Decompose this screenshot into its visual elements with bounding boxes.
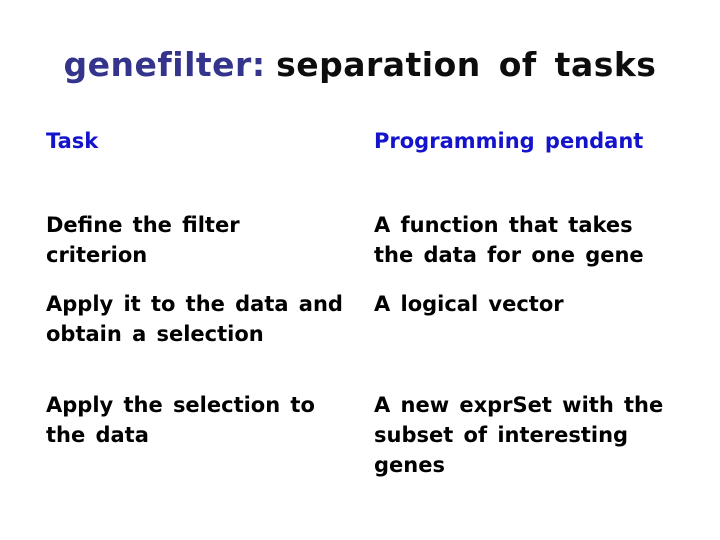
table-cell-task-apply-selection: Apply the selection to the data — [46, 393, 315, 447]
page-title-rest: separation of tasks — [276, 45, 657, 84]
table-cell-task-apply-to-data: Apply it to the data and obtain a select… — [46, 292, 343, 346]
column-header-programming-pendant: Programming pendant — [374, 129, 644, 153]
table-cell-task-define-filter: Define the filter criterion — [46, 213, 240, 267]
table-cell-pendant-function: A function that takes the data for one g… — [374, 213, 644, 267]
page-title: genefilter: separation of tasks — [0, 40, 720, 90]
table-cell-pendant-logical-vector: A logical vector — [374, 292, 564, 316]
column-header-task: Task — [46, 129, 99, 153]
table-cell-pendant-new-exprset: A new exprSet with the subset of interes… — [374, 393, 664, 477]
page-title-keyword: genefilter: — [63, 45, 266, 84]
